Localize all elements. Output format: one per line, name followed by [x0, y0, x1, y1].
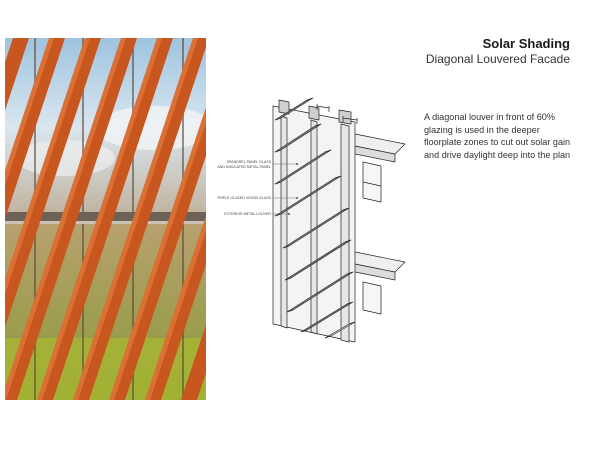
description-line: A diagonal louver in front of 60%	[424, 112, 555, 122]
description-text: A diagonal louver in front of 60% glazin…	[424, 111, 589, 161]
description-line: floorplate zones to cut out solar gain	[424, 137, 571, 148]
mullion-mid	[310, 119, 318, 335]
description-line: glazing is used in the deeper	[424, 124, 540, 135]
mullion-back	[340, 123, 350, 343]
description-line: and drive daylight deep into the plan	[424, 149, 571, 160]
page-title: Solar Shading	[482, 36, 570, 51]
facade-photo	[5, 38, 206, 400]
callout-spandrel-line1: SPANDREL PANEL GLASS	[227, 160, 272, 164]
callout-vision-glass: TRIPLE GLAZED VISION GLASS	[217, 196, 272, 200]
page-subtitle: Diagonal Louvered Facade	[425, 52, 570, 66]
callout-spandrel-line2: AND INSULATED METAL PANEL	[217, 165, 271, 169]
callout-louver: EXTERIOR METAL LOUVER	[224, 212, 271, 216]
louver-section-drawing: SPANDREL PANEL GLASS AND INSULATED METAL…	[205, 92, 415, 352]
mullion-front	[280, 115, 288, 329]
